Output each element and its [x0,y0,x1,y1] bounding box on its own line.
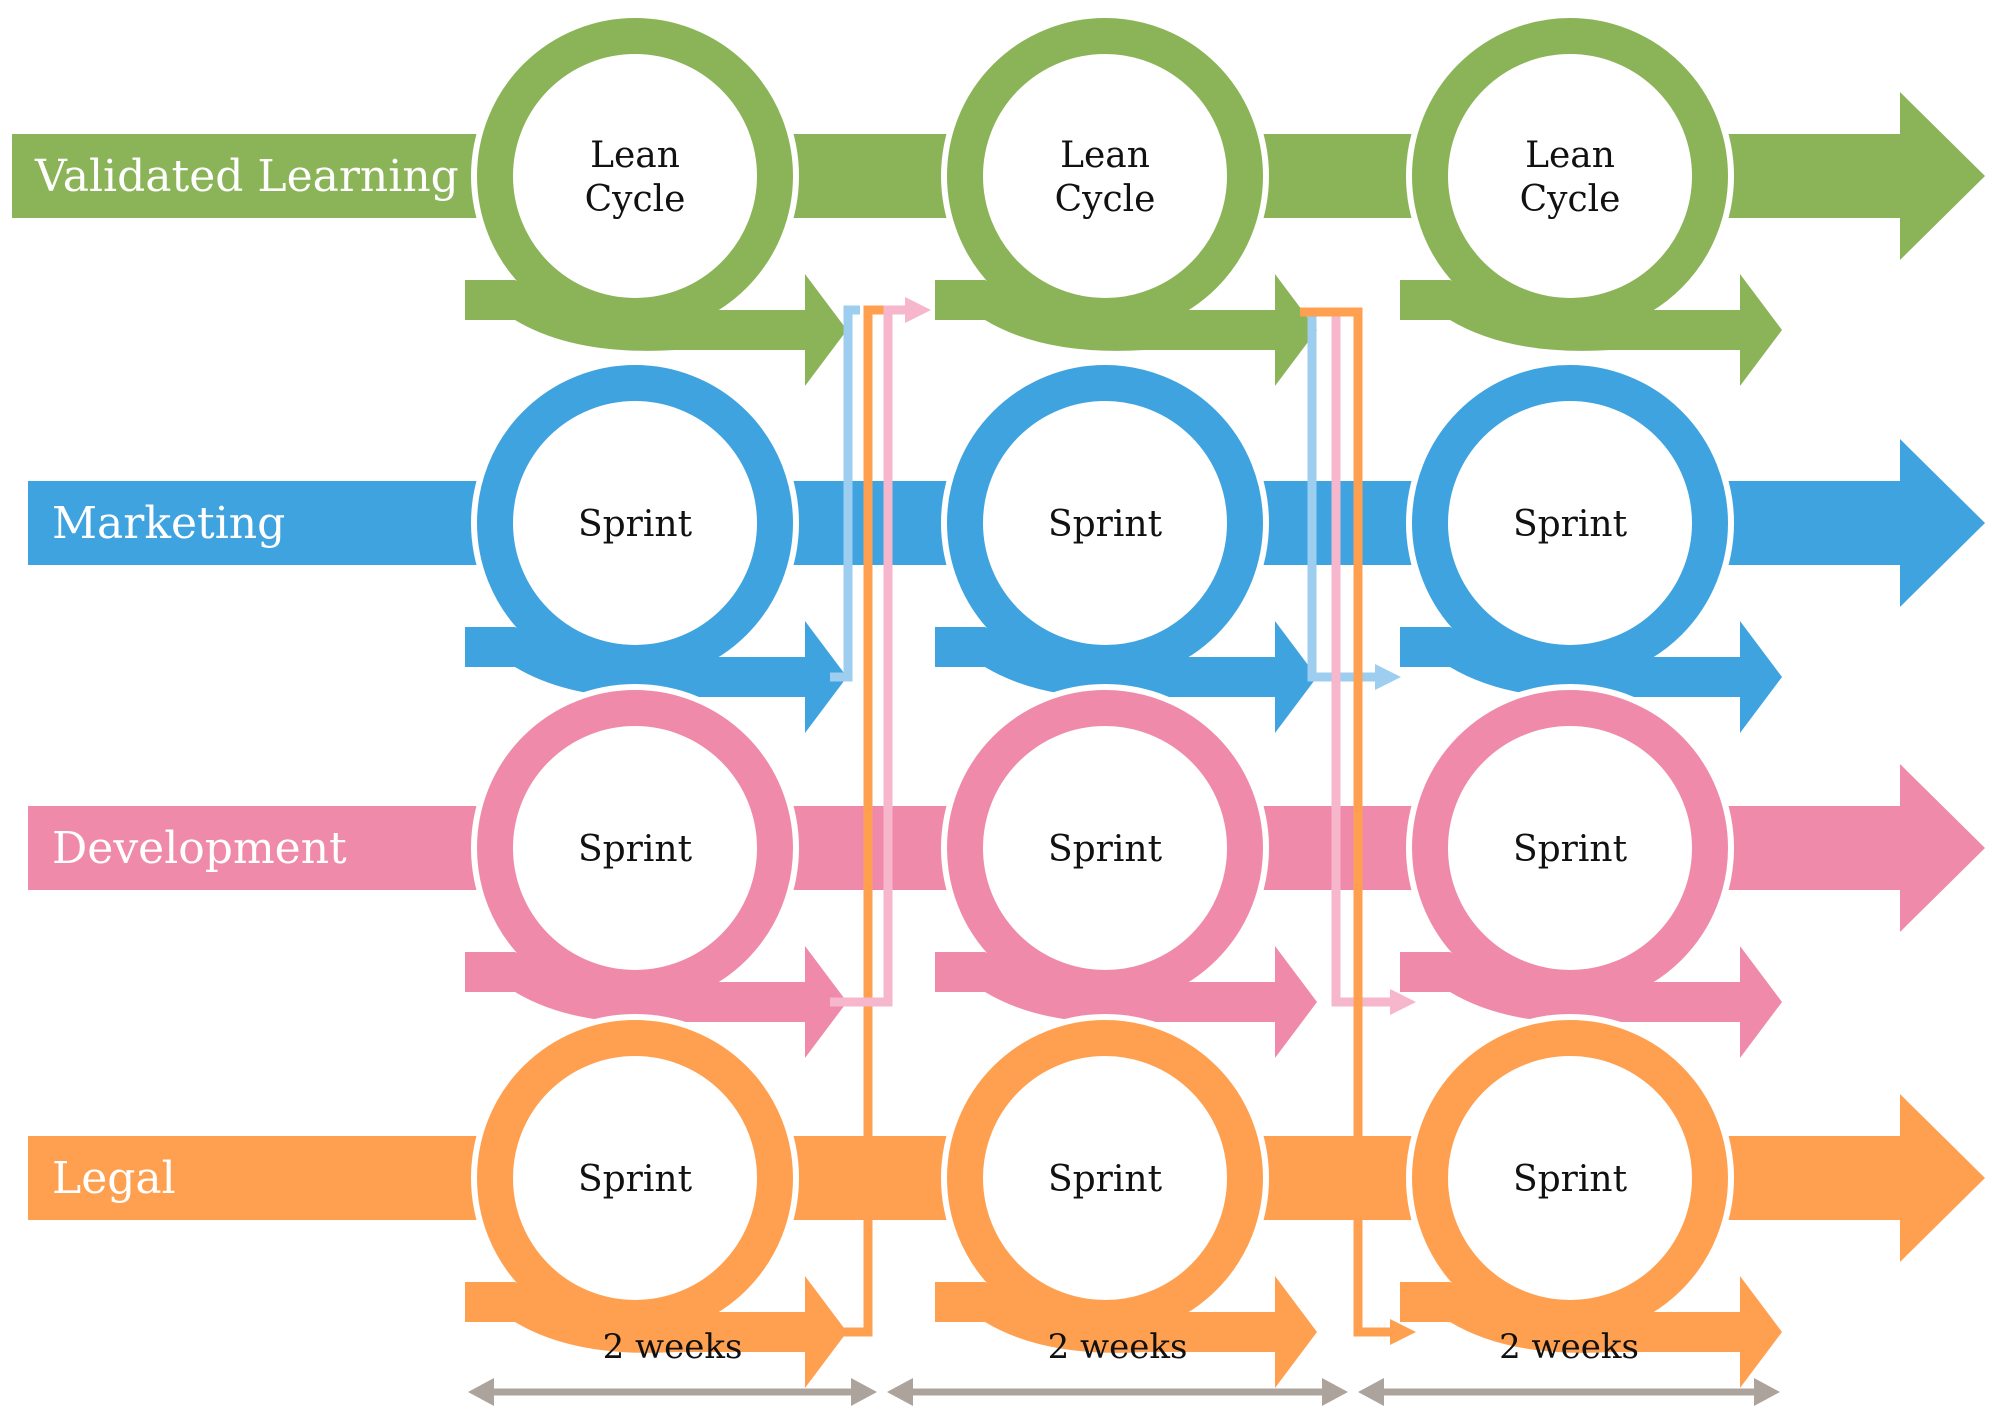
cycle-label: Sprint [578,504,693,545]
duration-markers: 2 weeks 2 weeks 2 weeks [468,1327,1780,1406]
cycle-ring [1412,365,1728,681]
duration-marker-2: 2 weeks [1358,1327,1780,1406]
cycle-ring [947,1020,1263,1336]
duration-marker-0: 2 weeks [468,1327,877,1406]
handoff-connector-legal [830,305,885,1337]
duration-label: 2 weeks [1048,1327,1188,1367]
cycle-label: Lean [590,135,680,176]
duration-arrowhead-right [851,1378,877,1406]
handoff-connectors [830,297,1416,1345]
cycle-1-0: Sprint [465,359,847,733]
cycle-label: Cycle [585,179,686,220]
duration-arrowhead-right [1754,1378,1780,1406]
lane-arrowhead [1900,1094,1985,1262]
cycle-label: Cycle [1055,179,1156,220]
lane-label: Validated Learning [34,151,459,202]
cycle-label: Sprint [578,829,693,870]
cycle-2-2: Sprint [1400,684,1782,1058]
cycle-ring [1412,1020,1728,1336]
cycle-label: Sprint [578,1159,693,1200]
cycle-label: Sprint [1513,1159,1628,1200]
cycle-ring [947,690,1263,1006]
duration-label: 2 weeks [1499,1327,1639,1367]
cycle-label: Sprint [1513,829,1628,870]
cycle-label: Sprint [1048,1159,1163,1200]
duration-arrowhead-right [1322,1378,1348,1406]
cycle-3-1: Sprint [935,1014,1317,1388]
duration-label: 2 weeks [603,1327,743,1367]
cycle-label: Sprint [1048,504,1163,545]
handoff-arrowhead-legal [1390,1319,1416,1345]
lane-label: Legal [52,1153,176,1204]
cycle-3-2: Sprint [1400,1014,1782,1388]
lane-label: Development [52,823,347,874]
cycle-2-0: Sprint [465,684,847,1058]
handoff-connector-legal [1300,307,1390,1337]
cycle-3-0: Sprint [465,1014,847,1388]
cycle-label: Lean [1525,135,1615,176]
cycle-1-1: Sprint [935,359,1317,733]
handoff-connector-development [830,305,905,1007]
cycle-ring [477,365,793,681]
cycle-ring [477,690,793,1006]
handoff-arrowhead-marketing [1375,664,1401,690]
handoff-connector-marketing [830,305,860,682]
cycle-label: Sprint [1048,829,1163,870]
lane-label: Marketing [52,498,285,549]
cycle-label: Lean [1060,135,1150,176]
cycle-ring [1412,18,1728,334]
duration-marker-1: 2 weeks [887,1327,1348,1406]
cycle-ring [1412,690,1728,1006]
cycle-ring [947,18,1263,334]
duration-arrowhead-left [1358,1378,1384,1406]
duration-arrowhead-left [887,1378,913,1406]
cycle-ring [947,365,1263,681]
cycle-ring [477,18,793,334]
duration-arrowhead-left [468,1378,494,1406]
cycle-ring [477,1020,793,1336]
handoff-arrowhead-development [905,297,931,323]
cycle-1-2: Sprint [1400,359,1782,733]
cycle-label: Sprint [1513,504,1628,545]
lane-arrowhead [1900,92,1985,260]
cycle-2-1: Sprint [935,684,1317,1058]
handoff-arrowhead-development [1390,989,1416,1015]
lane-arrowhead [1900,439,1985,607]
lane-arrowhead [1900,764,1985,932]
cycle-label: Cycle [1520,179,1621,220]
